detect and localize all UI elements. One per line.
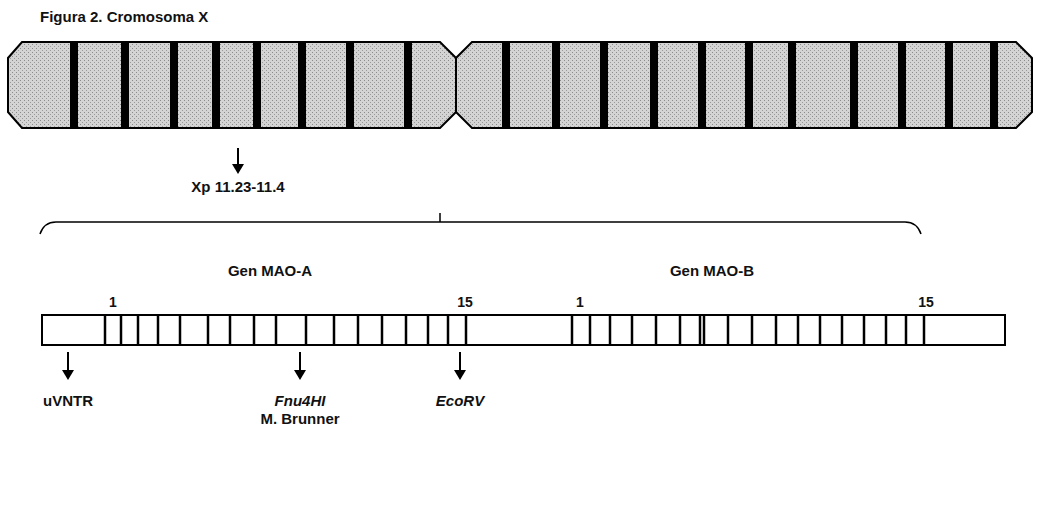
bracket (40, 213, 921, 234)
gene-label: Gen MAO-A (228, 262, 312, 279)
chromosome-arm-p (8, 42, 456, 128)
chromosome-arm-q (456, 42, 1032, 128)
exon-number: 1 (576, 294, 584, 310)
figure-title: Figura 2. Cromosoma X (40, 8, 208, 25)
marker-label: uVNTR (43, 392, 93, 409)
site-arrows (62, 352, 466, 380)
locus-label: Xp 11.23-11.4 (191, 178, 284, 195)
exon-number: 1 (109, 294, 117, 310)
gene-label: Gen MAO-B (670, 262, 754, 279)
locus-arrow (232, 148, 244, 174)
enzyme-label: Fnu4HI (275, 392, 326, 409)
enzyme-label: EcoRV (436, 392, 484, 409)
gene-bar (42, 315, 1005, 345)
exon-number: 15 (457, 294, 473, 310)
exon-number: 15 (918, 294, 934, 310)
author-label: M. Brunner (260, 410, 339, 427)
